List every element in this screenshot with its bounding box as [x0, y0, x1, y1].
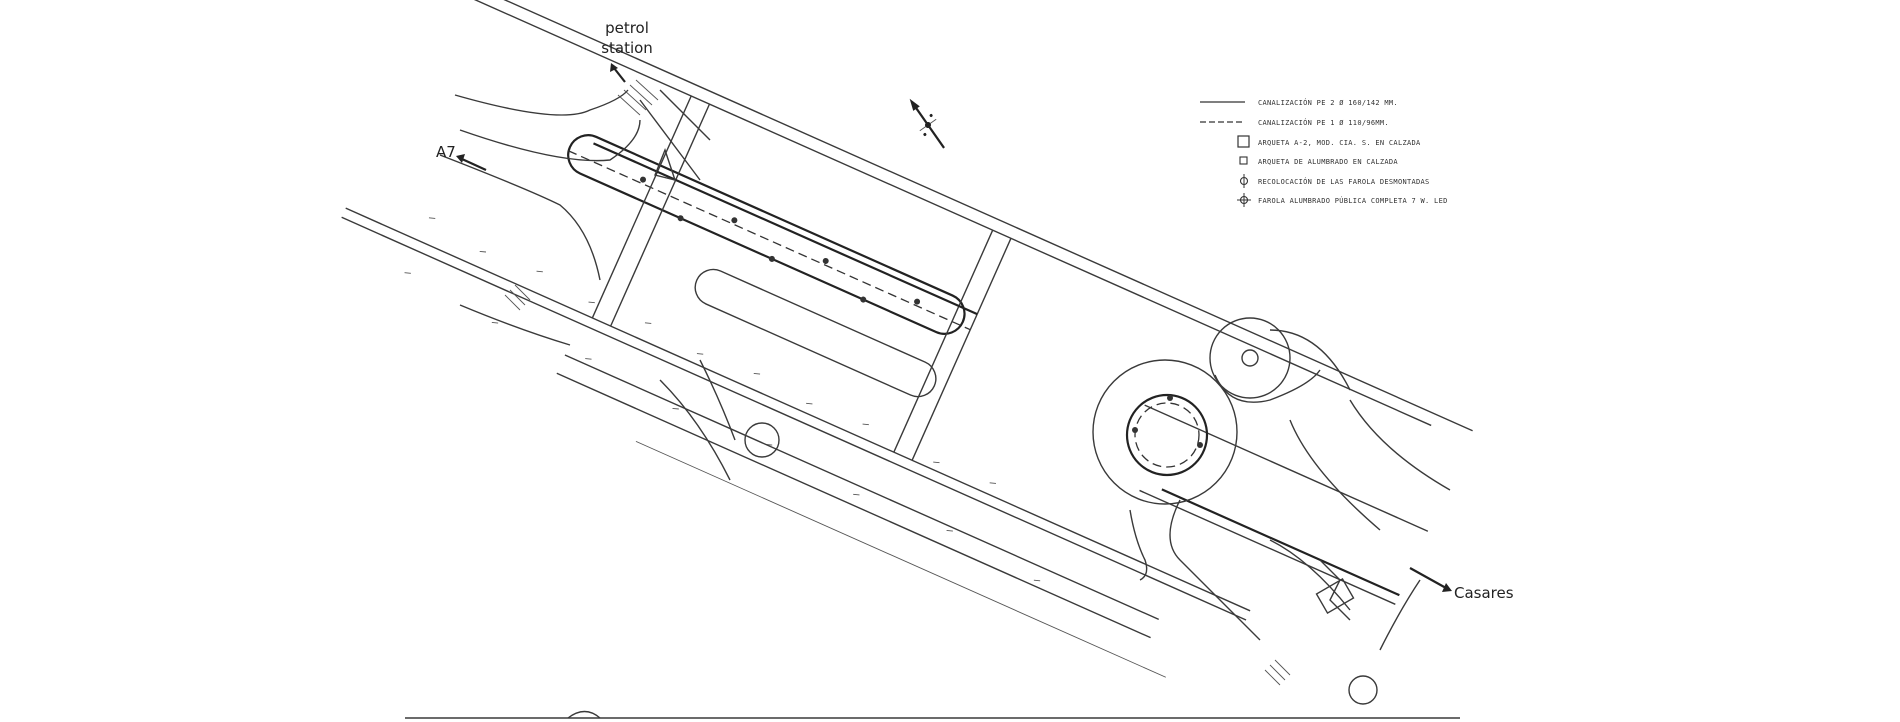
crosswalk-west [591, 95, 711, 327]
roundabout-conduit [1134, 402, 1200, 468]
lower-median [694, 268, 937, 398]
conduit-dashed-main [568, 150, 971, 331]
legend-item-5: RECOLOCACIÓN DE LAS FAROLA DESMONTADAS [1258, 177, 1430, 186]
service-road-edge-2 [556, 372, 1151, 639]
road-edge-north [449, 0, 1473, 432]
traffic-island [654, 147, 677, 181]
east-road-edge-2 [1139, 489, 1396, 605]
legend-symbol-lamp-relocated-icon [1239, 174, 1249, 188]
crosswalk-east [893, 229, 1012, 461]
petrol-label-line1: petrol [605, 19, 649, 37]
arrow-casares-icon [1409, 567, 1452, 592]
legend-symbol-small-square [1239, 156, 1248, 165]
a7-label-group: A7 [436, 143, 487, 171]
crosswalk-petrol [617, 79, 659, 116]
arrow-a7-icon [456, 154, 487, 171]
legend-symbol-large-square [1237, 135, 1250, 148]
legend-item-1: CANALIZACIÓN PE 2 Ø 160/142 MM. [1258, 98, 1398, 107]
central-median [567, 134, 966, 335]
service-road-edge [564, 354, 1160, 621]
legend-item-3: ARQUETA A-2, MOD. CIA. S. EN CALZADA [1258, 139, 1421, 147]
mini-roundabout [1209, 317, 1321, 403]
northwest-access [439, 89, 736, 481]
east-access [1129, 329, 1451, 651]
legend-item-6: FAROLA ALUMBRADO PÚBLICA COMPLETA 7 W. L… [1258, 196, 1448, 205]
roundabout [1092, 359, 1238, 505]
petrol-label-line2: station [601, 39, 653, 57]
lamp-markers [640, 176, 921, 305]
arrow-petrol-icon [610, 63, 626, 83]
a7-label: A7 [436, 143, 456, 161]
conduit-solid-main [593, 142, 978, 316]
road-edge-south [345, 207, 1251, 612]
legend-item-4: ARQUETA DE ALUMBRADO EN CALZADA [1258, 158, 1398, 166]
kerb-marks [404, 217, 1041, 582]
road-edge-south-outer [341, 216, 1247, 621]
property-line [635, 440, 1166, 678]
casares-label-group: Casares [1409, 567, 1514, 602]
small-roundabout-west [744, 422, 780, 458]
legend-item-2: CANALIZACIÓN PE 1 Ø 110/96MM. [1258, 118, 1389, 127]
road-network [341, 0, 1473, 678]
frame-seal-fragment [567, 710, 601, 719]
small-roundabout-south [1348, 675, 1378, 705]
crosswalk-southeast [1264, 659, 1291, 686]
casares-label: Casares [1454, 584, 1514, 602]
legend-symbol-lamp-new-icon [1237, 193, 1251, 207]
legend: CANALIZACIÓN PE 2 Ø 160/142 MM. CANALIZA… [1200, 98, 1448, 207]
east-conduit [1161, 488, 1400, 597]
petrol-station-label: petrol station [601, 19, 653, 83]
roundabout-outer [1092, 359, 1238, 505]
roundabout-island [1125, 393, 1209, 477]
east-road-edge [1144, 404, 1429, 532]
crosswalk-southwest [504, 284, 531, 311]
north-arrow-icon [909, 98, 945, 149]
road-edge-north-inner [462, 0, 1432, 427]
